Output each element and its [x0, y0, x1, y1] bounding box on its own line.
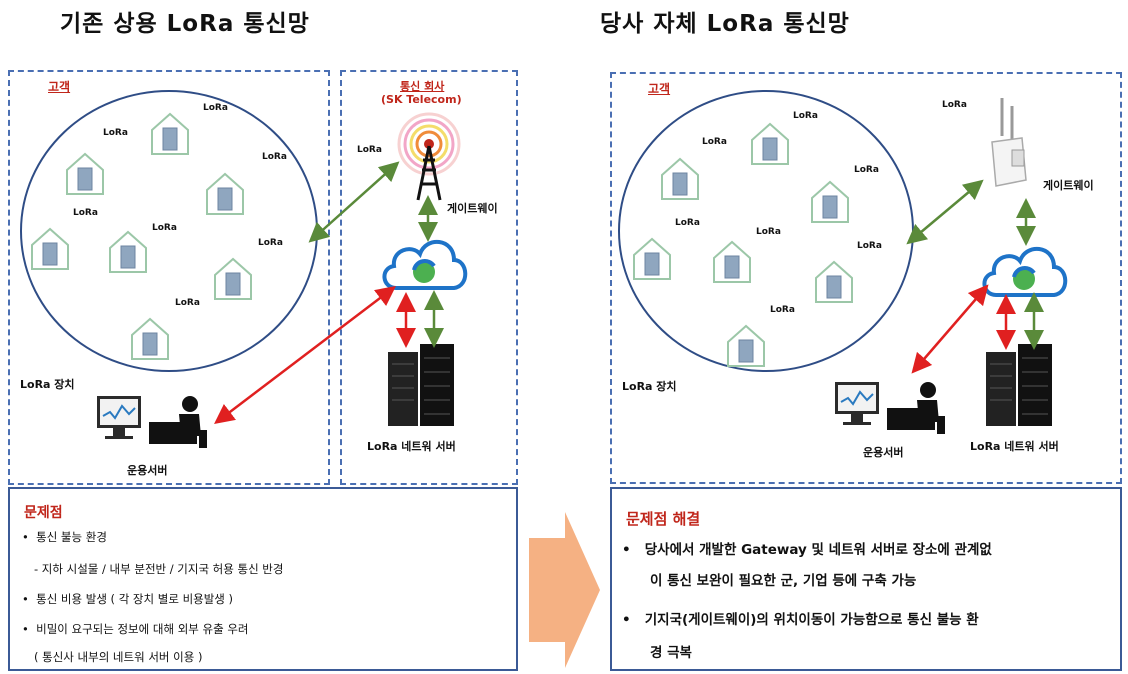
house-icon: [66, 153, 104, 195]
house-icon: [31, 228, 69, 270]
op-server-label-left: 운용서버: [127, 464, 168, 477]
gateway-label-right: 게이트웨이: [1043, 179, 1094, 192]
cell-tower-icon: [397, 112, 461, 201]
left-title: 기존 상용 LoRa 통신망: [60, 11, 310, 37]
solution-text-cont: 경 극복: [650, 645, 692, 661]
customer-area-left: [8, 70, 330, 485]
solution-box: [610, 487, 1122, 671]
net-server-label-left: LoRa 네트워 서버: [367, 440, 456, 453]
problem-title: 문제점: [24, 505, 63, 521]
operator-workstation-icon: [835, 382, 945, 434]
gateway-link: [308, 161, 400, 243]
house-icon: [811, 181, 849, 223]
solution-title: 문제점 해결: [626, 510, 701, 528]
transition-arrow-icon: [529, 512, 600, 668]
problem-text: 통신 불능 환경: [36, 530, 107, 544]
house-icon: [661, 158, 699, 200]
customer-label-right: 고객: [648, 82, 671, 96]
solution-item: • 당사에서 개발한 Gateway 및 네트워 서버로 장소에 관계없: [622, 542, 992, 558]
lora-tag: LoRa: [73, 208, 98, 218]
house-icon: [815, 261, 853, 303]
lora-tag: LoRa: [857, 241, 882, 251]
house-icon: [727, 325, 765, 367]
lora-tag: LoRa: [702, 137, 727, 147]
problem-subitem: ( 통신사 내부의 네트워 서버 이용 ): [34, 650, 203, 664]
cloud-operator-link: [214, 285, 396, 425]
house-icon: [206, 173, 244, 215]
lora-tag: LoRa: [262, 152, 287, 162]
lora-tag: LoRa: [770, 305, 795, 315]
house-icon: [131, 318, 169, 360]
gateway-link: [906, 179, 984, 245]
cloud-operator-link: [911, 284, 989, 374]
problem-subitem: - 지하 시설물 / 내부 분전반 / 기지국 허용 통신 반경: [34, 562, 284, 576]
op-server-label-right: 운용서버: [863, 446, 904, 459]
house-icon: [214, 258, 252, 300]
telecom-title: 통신 회사: [400, 80, 445, 93]
customer-label-left: 고객: [48, 80, 71, 94]
cloud-icon: [382, 239, 468, 290]
lora-tag: LoRa: [152, 223, 177, 233]
device-label-left: LoRa 장치: [20, 378, 75, 391]
house-icon: [151, 113, 189, 155]
house-icon: [109, 231, 147, 273]
lora-tag: LoRa: [942, 100, 967, 110]
lora-tag: LoRa: [854, 165, 879, 175]
solution-item: • 기지국(게이트웨이)의 위치이동이 가능함으로 통신 불능 환: [622, 612, 979, 628]
right-title: 당사 자체 LoRa 통신망: [600, 11, 850, 37]
problem-box: [8, 487, 518, 671]
solution-text: 당사에서 개발한 Gateway 및 네트워 서버로 장소에 관계없: [644, 542, 992, 558]
house-icon: [713, 241, 751, 283]
telecom-subtitle: (SK Telecom): [381, 93, 462, 106]
lora-tag: LoRa: [175, 298, 200, 308]
lora-tag: LoRa: [357, 145, 382, 155]
lora-tag: LoRa: [756, 227, 781, 237]
cloud-icon: [982, 246, 1068, 297]
problem-text: 통신 비용 발생 ( 각 장치 별로 비용발생 ): [36, 592, 234, 606]
net-server-label-right: LoRa 네트워 서버: [970, 440, 1059, 453]
lora-tag: LoRa: [258, 238, 283, 248]
house-icon: [751, 123, 789, 165]
solution-text-cont: 이 통신 보완이 필요한 군, 기업 등에 구축 가능: [650, 573, 917, 589]
lora-tag: LoRa: [675, 218, 700, 228]
gateway-device-icon: [991, 98, 1027, 187]
device-label-right: LoRa 장치: [622, 380, 677, 393]
lora-tag: LoRa: [103, 128, 128, 138]
telecom-area: [340, 70, 518, 485]
network-server-rack-icon: [986, 344, 1052, 426]
operator-workstation-icon: [97, 396, 207, 448]
lora-tag: LoRa: [203, 103, 228, 113]
problem-item: • 통신 비용 발생 ( 각 장치 별로 비용발생 ): [22, 592, 234, 606]
problem-item: • 통신 불능 환경: [22, 530, 107, 544]
gateway-label-left: 게이트웨이: [447, 202, 498, 215]
problem-text: 비밀이 요구되는 정보에 대해 외부 유출 우려: [36, 622, 249, 636]
lora-tag: LoRa: [793, 111, 818, 121]
house-icon: [633, 238, 671, 280]
customer-area-right: [610, 72, 1122, 484]
solution-text: 기지국(게이트웨이)의 위치이동이 가능함으로 통신 불능 환: [644, 612, 979, 628]
problem-item: • 비밀이 요구되는 정보에 대해 외부 유출 우려: [22, 622, 249, 636]
